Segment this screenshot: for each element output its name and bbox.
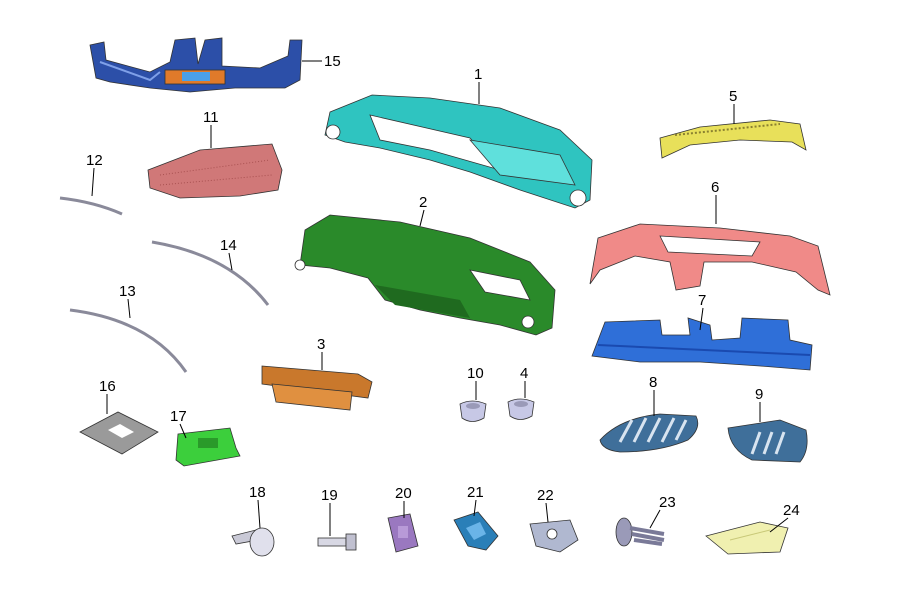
- leader-21: [473, 499, 477, 517]
- callout-20: 20: [395, 485, 412, 502]
- part-22-spring-nut: [529, 519, 579, 553]
- callout-11: 11: [203, 109, 219, 126]
- leader-2: [419, 209, 425, 227]
- callout-18: 18: [249, 484, 266, 501]
- part-14-strip: [151, 240, 270, 306]
- callout-labels: 15 1 5 11 12 2 6 14 13 7 3 10 4 8 9 16 1…: [86, 53, 800, 519]
- part-15-air-duct: [89, 37, 303, 93]
- part-5-trim-strip: [659, 119, 807, 159]
- leader-22: [545, 502, 549, 523]
- leader-17: [179, 423, 187, 439]
- part-19-bolt: [317, 533, 357, 551]
- part-23-screw: [615, 517, 665, 547]
- callout-19: 19: [321, 487, 338, 504]
- part-10-grommet: [459, 400, 487, 422]
- callout-9: 9: [755, 386, 763, 403]
- leader-18: [257, 499, 261, 529]
- callout-4: 4: [520, 365, 528, 382]
- part-20-clip: [387, 513, 419, 553]
- part-12-strip: [59, 196, 123, 216]
- callout-16: 16: [99, 378, 116, 395]
- callout-17: 17: [170, 408, 187, 425]
- leader-13: [127, 298, 131, 319]
- callout-2: 2: [419, 194, 427, 211]
- part-4-grommet: [507, 398, 535, 420]
- part-16-pad: [79, 411, 159, 455]
- callout-6: 6: [711, 179, 719, 196]
- part-8-vent: [599, 413, 699, 453]
- part-11-glove-pad: [147, 143, 283, 199]
- part-2-dashboard-frame: [294, 214, 556, 336]
- callout-23: 23: [659, 494, 676, 511]
- part-7-blue-duct: [591, 317, 813, 371]
- callout-5: 5: [729, 88, 737, 105]
- part-6-lower-panel: [589, 223, 831, 296]
- leader-14: [228, 252, 233, 271]
- callout-13: 13: [119, 283, 136, 300]
- callout-7: 7: [698, 292, 706, 309]
- callout-12: 12: [86, 152, 103, 169]
- part-3-storage-box: [261, 365, 373, 411]
- callout-22: 22: [537, 487, 554, 504]
- part-13-strip: [69, 308, 188, 373]
- callout-1: 1: [474, 66, 482, 83]
- leader-12: [91, 167, 95, 197]
- part-18-push-pin: [231, 527, 275, 557]
- part-9-vent: [727, 419, 808, 463]
- callout-21: 21: [467, 484, 484, 501]
- callout-15: 15: [324, 53, 341, 70]
- leader-24: [769, 517, 789, 533]
- callout-10: 10: [467, 365, 484, 382]
- callout-3: 3: [317, 336, 325, 353]
- callout-8: 8: [649, 374, 657, 391]
- leader-lines: [91, 60, 789, 536]
- part-17-clip: [175, 427, 241, 467]
- callout-24: 24: [783, 502, 800, 519]
- leader-23: [649, 509, 661, 529]
- part-24-foil-tape: [705, 521, 789, 555]
- callout-14: 14: [220, 237, 237, 254]
- leader-7: [699, 307, 704, 331]
- part-1-upper-dashboard: [324, 94, 593, 209]
- part-21-clip: [453, 511, 499, 551]
